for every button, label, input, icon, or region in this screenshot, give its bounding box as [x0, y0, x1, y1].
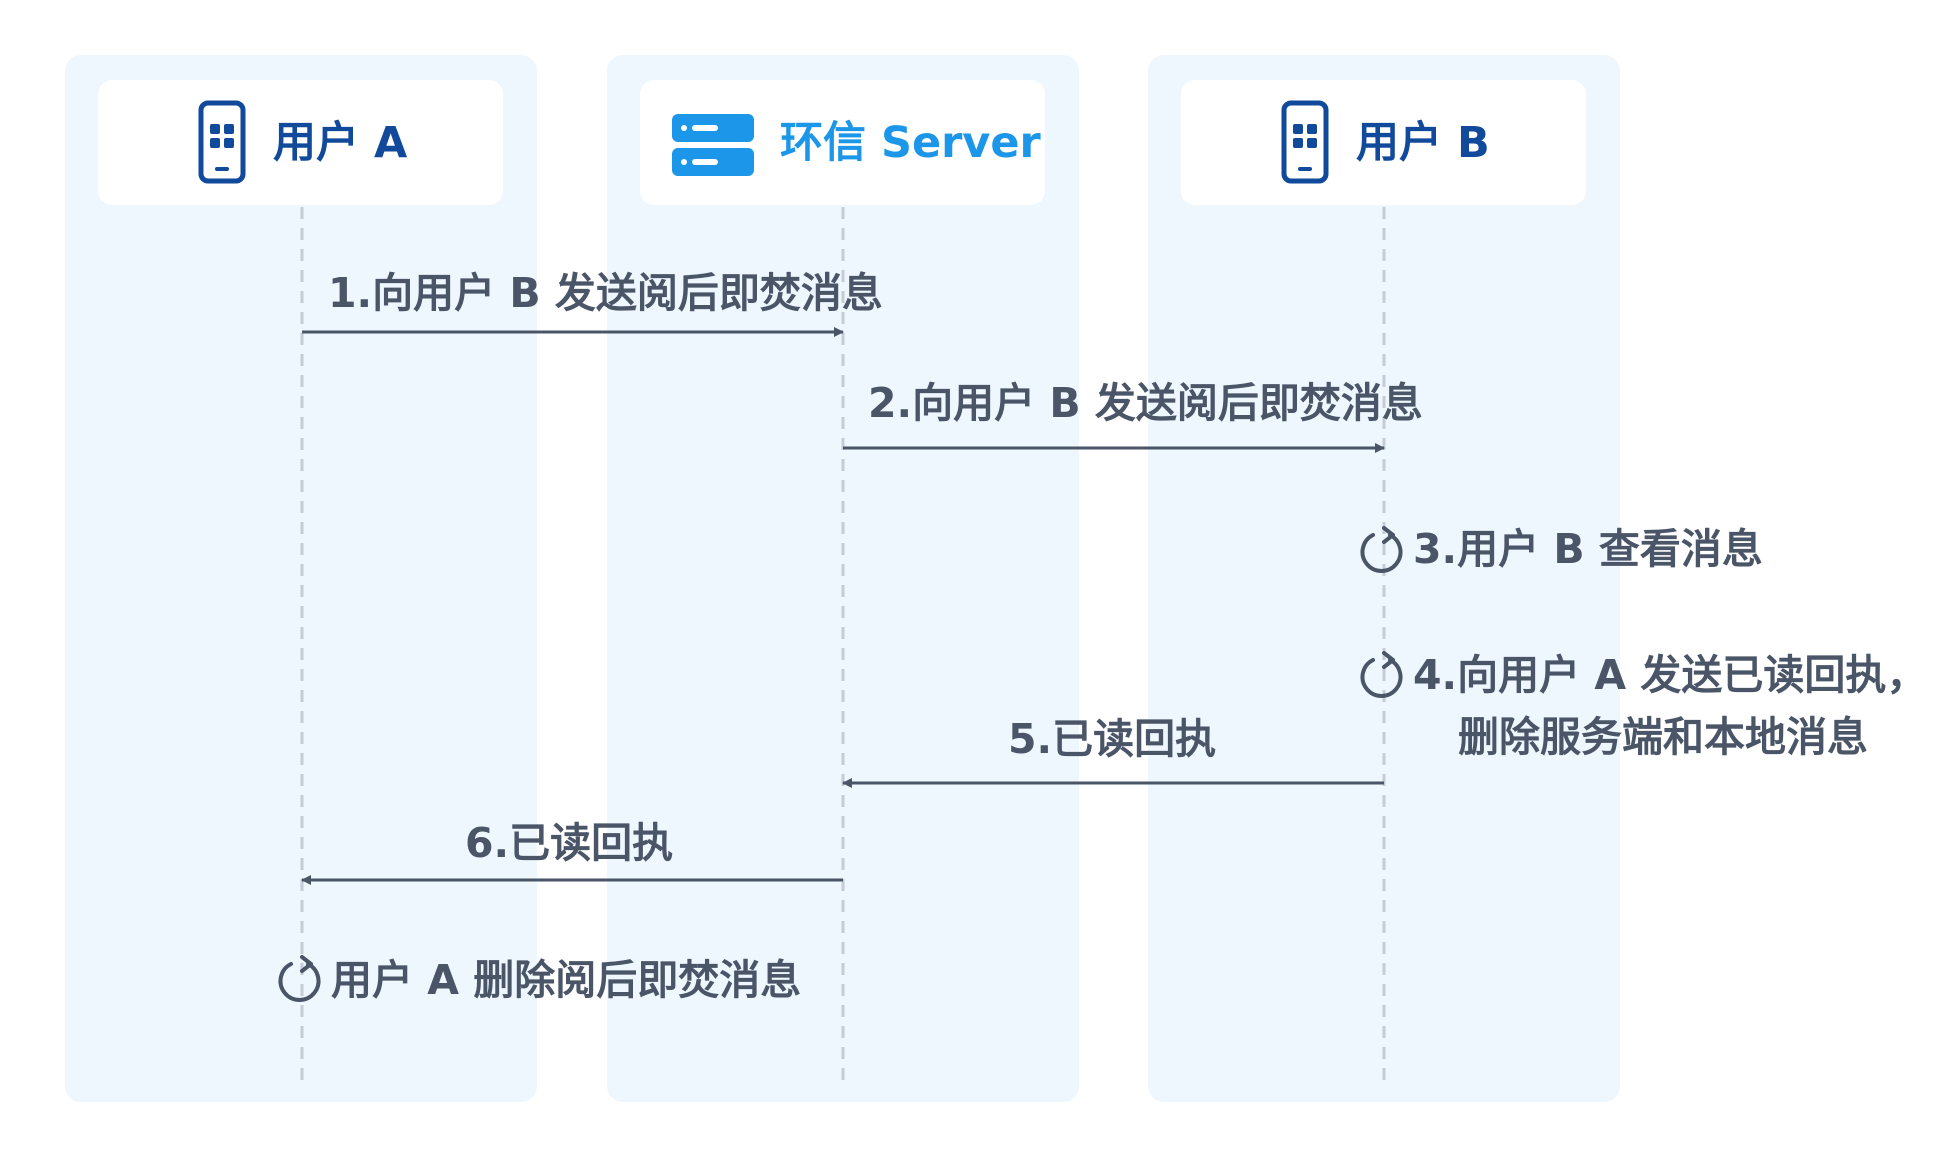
refresh-icon	[278, 955, 321, 1002]
refresh-icon	[1360, 651, 1403, 698]
participant-header-user-a: 用户 A	[98, 80, 503, 205]
self-action-note: 4.向用户 A 发送已读回执， 删除服务端和本地消息	[1413, 650, 1927, 762]
participant-name: 用户 B	[1356, 118, 1490, 168]
participant-header-user-b: 用户 B	[1181, 80, 1586, 205]
note-line: 删除服务端和本地消息	[1458, 713, 1868, 761]
refresh-icon	[1360, 526, 1403, 573]
phone-icon	[1281, 100, 1329, 184]
participant-name: 环信 Server	[780, 118, 1041, 168]
message-label: 5.已读回执	[1008, 715, 1217, 763]
participant-name: 用户 A	[273, 118, 408, 168]
server-icon	[672, 114, 754, 176]
self-action-note: 用户 A 删除阅后即焚消息	[331, 955, 801, 1005]
note-line: 用户 A 删除阅后即焚消息	[331, 956, 802, 1004]
note-line: 4.向用户 A 发送已读回执，	[1413, 651, 1928, 699]
participant-header-server: 环信 Server	[640, 80, 1045, 205]
message-label: 6.已读回执	[465, 819, 674, 867]
self-action-note: 3.用户 B 查看消息	[1413, 524, 1763, 574]
message-label: 2.向用户 B 发送阅后即焚消息	[868, 379, 1423, 427]
phone-icon	[198, 100, 246, 184]
note-line: 3.用户 B 查看消息	[1413, 525, 1763, 573]
message-label: 1.向用户 B 发送阅后即焚消息	[328, 269, 883, 317]
